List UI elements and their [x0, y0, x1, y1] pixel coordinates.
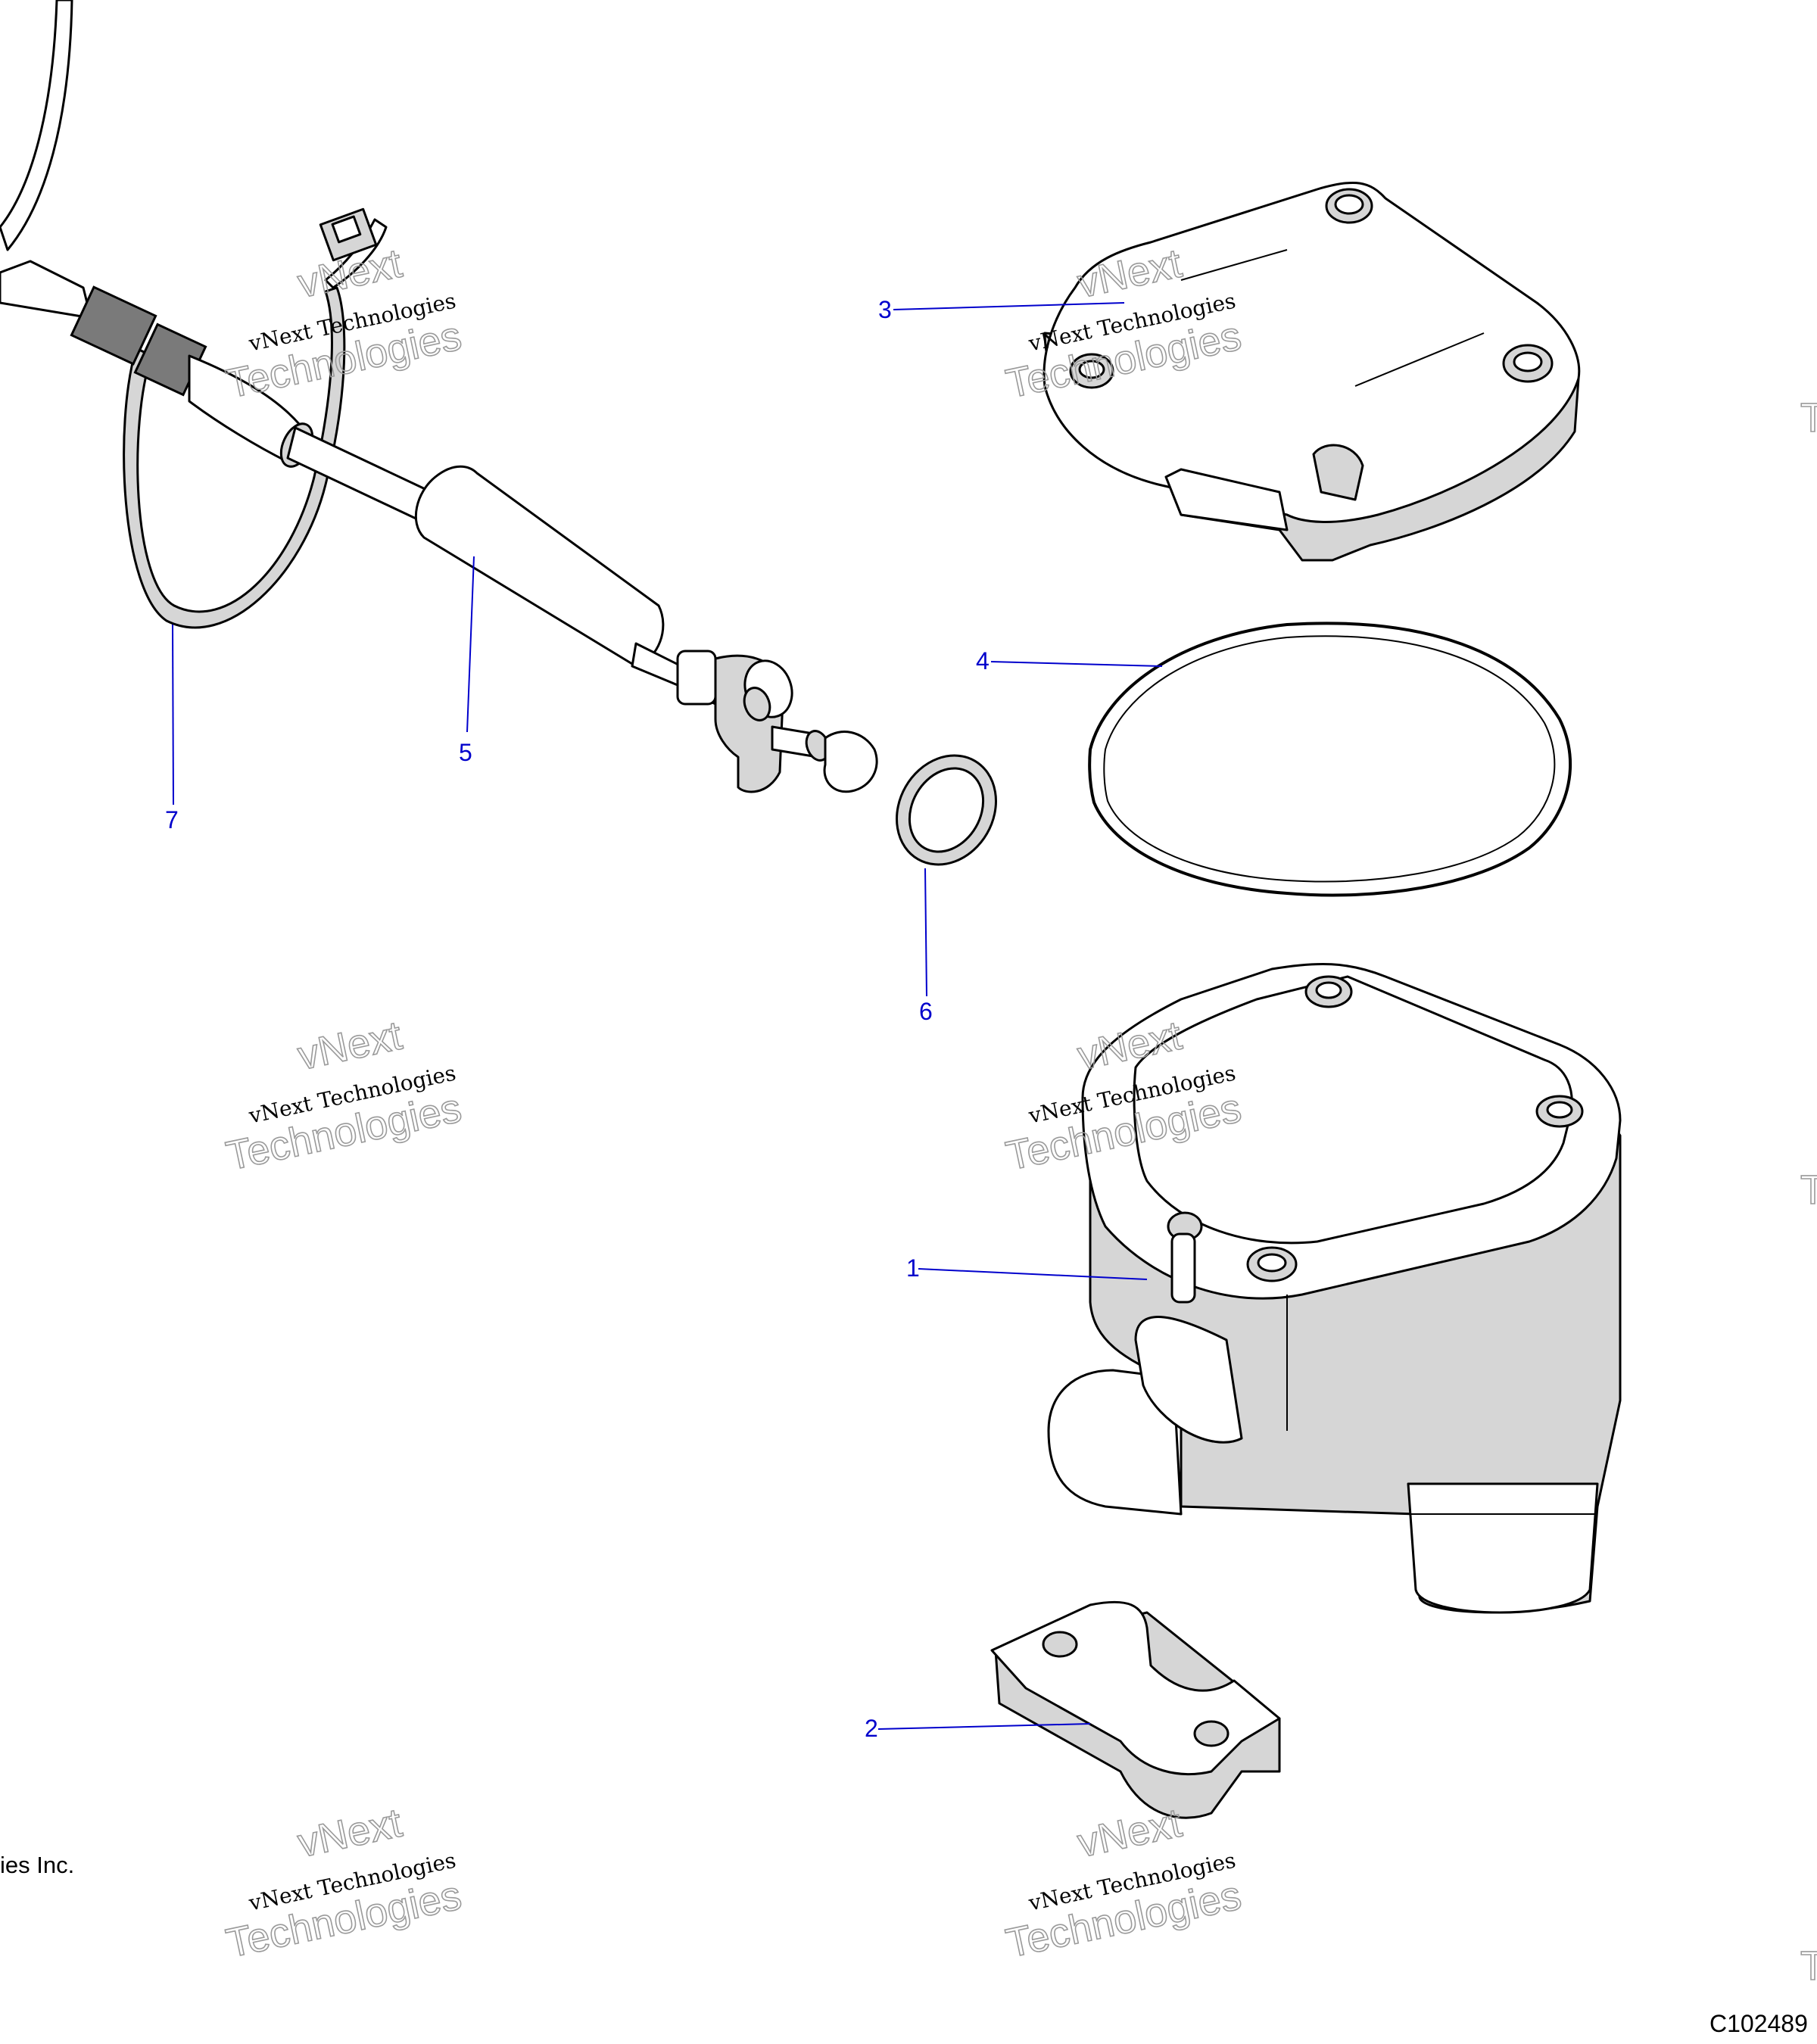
callout-7[interactable]: 7: [165, 806, 179, 833]
leader-6: [924, 868, 927, 997]
leader-4: [990, 661, 1163, 667]
leader-3: [893, 302, 1125, 310]
callout-1[interactable]: 1: [906, 1254, 920, 1282]
watermark-edge-fragment-top: T: [1800, 395, 1817, 441]
watermark-mid-left: vNext vNext Technologies Technologies: [222, 1012, 466, 1180]
svg-text:vNext: vNext: [294, 1800, 406, 1866]
leader-1: [918, 1268, 1148, 1280]
callout-5[interactable]: 5: [459, 739, 472, 766]
svg-text:vNext: vNext: [294, 241, 406, 307]
leader-lines: [172, 302, 1163, 1730]
diagram-code: C102489: [1709, 2010, 1808, 2037]
part-switch-housing: [1047, 962, 1622, 1614]
part-cover: [1043, 181, 1581, 562]
leader-5: [466, 556, 475, 733]
svg-text:vNext: vNext: [1074, 1800, 1186, 1866]
part-clamp: [990, 1600, 1281, 1819]
part-cable-tie: [0, 0, 388, 629]
leader-2: [877, 1723, 1091, 1730]
watermark-bottom-right: vNext vNext Technologies Technologies: [1002, 1799, 1245, 1968]
svg-text:vNext: vNext: [294, 1013, 406, 1079]
callout-6[interactable]: 6: [919, 998, 933, 1025]
part-small-o-ring: [896, 754, 997, 866]
callout-4[interactable]: 4: [976, 647, 990, 675]
watermark-top-left: vNext vNext Technologies Technologies: [222, 240, 466, 408]
callout-2[interactable]: 2: [865, 1715, 878, 1742]
watermark-edge-fragment-mid: T: [1800, 1167, 1817, 1213]
watermark-bottom-left: vNext vNext Technologies Technologies: [222, 1799, 466, 1968]
part-large-o-ring: [1088, 622, 1572, 897]
copyright-fragment: ies Inc.: [0, 1852, 75, 1878]
callout-3[interactable]: 3: [878, 296, 892, 323]
part-cable: [0, 260, 878, 793]
watermark-edge-fragment-bottom: T: [1800, 1943, 1817, 1989]
